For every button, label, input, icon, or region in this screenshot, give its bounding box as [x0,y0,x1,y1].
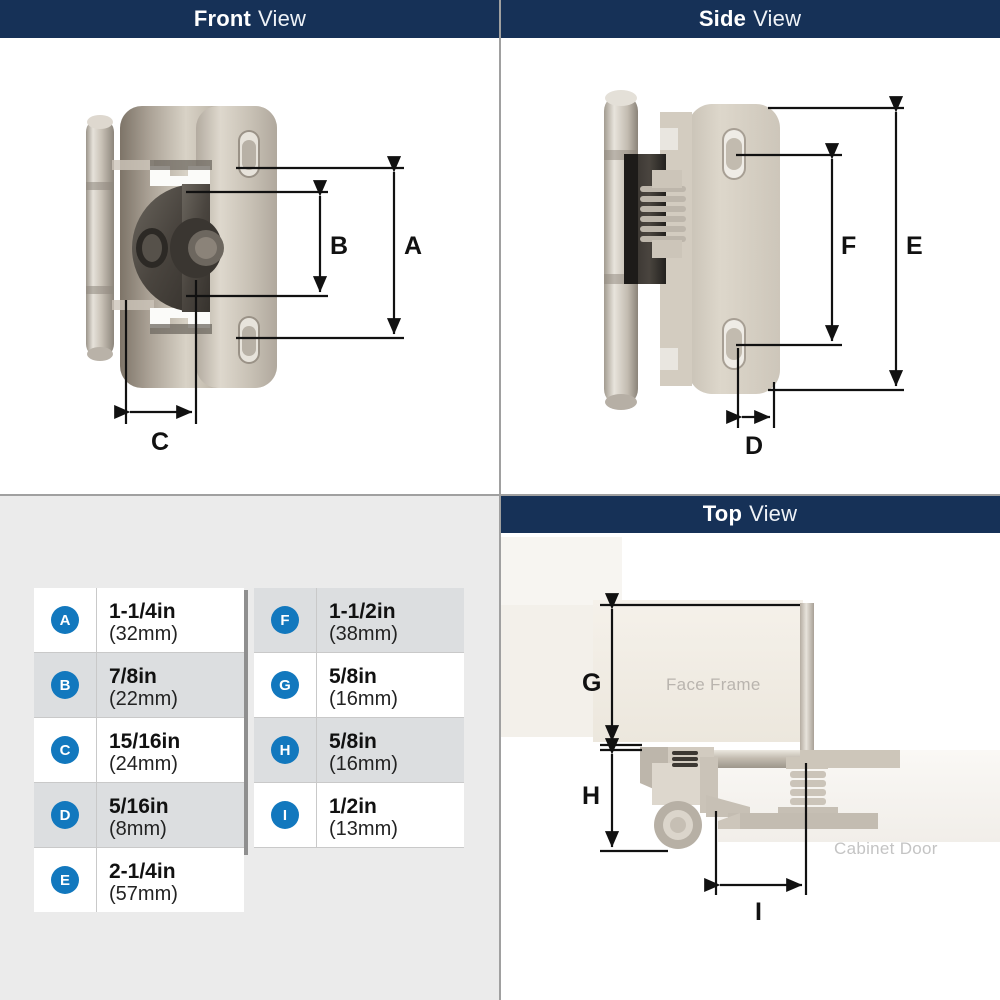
front-hinge-graphic [86,106,277,388]
vertical-panel-divider [499,0,501,1000]
table-row: B 7/8in (22mm) [34,653,244,718]
dimension-mm-H: (16mm) [329,753,398,776]
table-badge-cell: C [34,718,97,782]
dimension-inches-G: 5/8in [329,664,377,688]
dimension-mm-C: (24mm) [109,753,178,776]
dimension-inches-E: 2-1/4in [109,859,176,883]
dimension-inches-C: 15/16in [109,729,181,753]
dimension-inches-H: 5/8in [329,729,377,753]
panel-front-view: Front View [0,0,500,495]
front-dimension-lines [114,156,404,424]
table-value-cell: 15/16in (24mm) [97,718,244,782]
table-row: F 1-1/2in (38mm) [254,588,464,653]
dimension-inches-B: 7/8in [109,664,157,688]
side-callout-E: E [906,232,923,260]
side-callout-D: D [745,432,764,460]
table-badge-cell: B [34,653,97,717]
side-callout-F: F [841,232,857,260]
dimension-mm-A: (32mm) [109,623,178,646]
table-badge-cell: D [34,783,97,847]
front-view-drawing [86,106,404,424]
table-badge-cell: A [34,588,97,652]
top-callout-H: H [582,782,601,810]
front-view-title-bold: Front [193,6,252,31]
dimension-mm-F: (38mm) [329,623,398,646]
table-row: D 5/16in (8mm) [34,783,244,848]
table-row-spacer [254,848,464,912]
cabinet-door-label: Cabinet Door [834,839,938,858]
table-row: I 1/2in (13mm) [254,783,464,848]
dimension-mm-I: (13mm) [329,818,398,841]
dimension-mm-D: (8mm) [109,818,167,841]
dimension-mm-E: (57mm) [109,883,178,906]
top-view-header: Top View [500,495,1000,533]
dimension-badge-H: H [271,736,299,764]
table-value-cell: 1-1/2in (38mm) [317,588,464,652]
dimension-badge-A: A [51,606,79,634]
table-value-cell: 5/16in (8mm) [97,783,244,847]
panel-top-view: Top View [500,495,1000,1000]
table-value-cell: 5/8in (16mm) [317,718,464,782]
top-view-title-bold: Top [702,501,743,526]
top-hinge-graphic [640,747,900,849]
dimension-badge-D: D [51,801,79,829]
side-dimension-lines [726,96,904,428]
dimension-inches-D: 5/16in [109,794,169,818]
side-view-header: Side View [500,0,1000,38]
dimension-table-left-column: A 1-1/4in (32mm) B 7/8in (22mm [34,588,244,912]
front-callout-C: C [151,428,170,456]
top-dimension-lines [600,593,808,895]
front-callout-A: A [404,232,423,260]
table-badge-cell: I [254,783,317,847]
table-value-cell: 1-1/4in (32mm) [97,588,244,652]
top-callout-I: I [755,898,762,926]
side-view-title-bold: Side [698,6,747,31]
table-value-cell: 7/8in (22mm) [97,653,244,717]
dimension-inches-F: 1-1/2in [329,599,396,623]
table-row: A 1-1/4in (32mm) [34,588,244,653]
front-view-header: Front View [0,0,500,38]
side-view-drawing [604,90,904,428]
dimension-mm-G: (16mm) [329,688,398,711]
face-frame-label: Face Frame [666,675,761,694]
dimension-table: A 1-1/4in (32mm) B 7/8in (22mm [34,588,464,912]
dimension-badge-C: C [51,736,79,764]
dimension-badge-I: I [271,801,299,829]
dimension-mm-B: (22mm) [109,688,178,711]
table-badge-cell: E [34,848,97,912]
panel-side-view: Side View [500,0,1000,495]
table-row: H 5/8in (16mm) [254,718,464,783]
table-value-cell: 1/2in (13mm) [317,783,464,847]
table-badge-cell: F [254,588,317,652]
top-view-drawing [500,537,1000,895]
dimension-inches-I: 1/2in [329,794,377,818]
table-row: G 5/8in (16mm) [254,653,464,718]
dimension-badge-E: E [51,866,79,894]
top-view-title-regular: View [749,501,798,526]
front-callout-B: B [330,232,349,260]
dimension-badge-G: G [271,671,299,699]
panel-dimension-table: A 1-1/4in (32mm) B 7/8in (22mm [0,495,500,1000]
side-view-title-regular: View [753,6,802,31]
front-view-title-regular: View [258,6,307,31]
table-value-cell: 2-1/4in (57mm) [97,848,244,912]
table-badge-cell: G [254,653,317,717]
dimension-badge-F: F [271,606,299,634]
table-row: E 2-1/4in (57mm) [34,848,244,912]
table-value-cell: 5/8in (16mm) [317,653,464,717]
side-hinge-graphic [604,90,780,410]
table-middle-rule [244,590,248,855]
horizontal-panel-divider [0,494,1000,496]
dimension-inches-A: 1-1/4in [109,599,176,623]
top-callout-G: G [582,669,602,697]
table-row: C 15/16in (24mm) [34,718,244,783]
dimension-table-right-column: F 1-1/2in (38mm) G 5/8in (16mm [254,588,464,912]
dimension-badge-B: B [51,671,79,699]
table-badge-cell: H [254,718,317,782]
